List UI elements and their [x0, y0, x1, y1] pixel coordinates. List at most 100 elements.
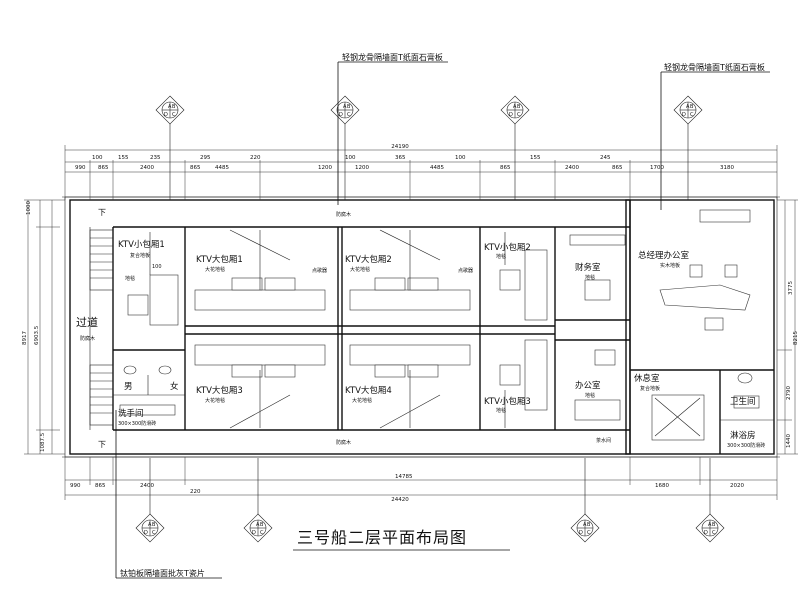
- ktv-small-1-label: KTV小包厢1: [118, 239, 165, 250]
- axis-label: A: [148, 522, 152, 528]
- furniture: [119, 209, 760, 441]
- axis-label: C: [260, 530, 264, 536]
- womens-label: 女: [170, 381, 179, 392]
- axis-label: D: [509, 112, 513, 118]
- top-dimension-lines: [64, 145, 778, 200]
- axis-marker-bottom-3: A B C D: [570, 458, 600, 543]
- top-row-dimensions: 990 865 2400 865 4485 1200 1200 4485 865…: [75, 165, 734, 171]
- bottom-note: 钛铂板隔墙面批灰T瓷片: [115, 410, 222, 579]
- axis-label: B: [712, 522, 716, 528]
- washroom-sub-label: 300×300防滑砖: [118, 420, 156, 427]
- axis-label: D: [164, 112, 168, 118]
- dim-label: 220: [250, 155, 261, 161]
- axis-label: C: [347, 112, 351, 118]
- finance-room-sub-label: 地毯: [585, 274, 595, 281]
- axis-label: A: [256, 522, 260, 528]
- wall-note-right-text: 轻钢龙骨隔墙面T纸面石膏板: [664, 62, 765, 72]
- dim-label: 1000: [26, 201, 32, 215]
- axis-label: B: [260, 522, 264, 528]
- axis-label: D: [339, 112, 343, 118]
- ktv-large-3-sub-label: 大花地毯: [205, 397, 225, 404]
- dim-label: 1087.5: [40, 432, 46, 452]
- axis-label: D: [704, 530, 708, 536]
- dim-label: 155: [530, 155, 541, 161]
- axis-label: C: [517, 112, 521, 118]
- shower-sub-label: 300×300防滑砖: [727, 442, 765, 449]
- dim-label: 235: [150, 155, 161, 161]
- room-labels: 过道 防腐木 KTV小包厢1 复合地板 100 KTV大包厢1 大花地毯 KTV…: [76, 211, 765, 449]
- dim-label: 1440: [786, 434, 792, 448]
- axis-label: A: [686, 104, 690, 110]
- dim-label: 865: [190, 165, 201, 171]
- ktv-small-2-sub-label: 地毯: [496, 253, 506, 260]
- deck-top-label: 防腐木: [336, 211, 351, 218]
- dim-label: 2400: [140, 165, 154, 171]
- ktv-small-3-sub-label: 地毯: [496, 407, 506, 414]
- dim-label: 2020: [730, 483, 744, 489]
- overall-top-dimension: 24190: [391, 144, 409, 150]
- ktv-large-4-label: KTV大包厢4: [345, 385, 392, 396]
- stair-down-label-top: 下: [98, 208, 106, 217]
- axis-marker-top-1: A B C D: [155, 95, 185, 200]
- axis-marker-bottom-4: A B C D: [695, 458, 725, 543]
- mens-label: 男: [124, 382, 133, 392]
- ktv-large-2-label: KTV大包厢2: [345, 254, 392, 265]
- finance-room-label: 财务室: [575, 262, 601, 273]
- office-sub-label: 地毯: [585, 392, 595, 399]
- axis-label: A: [513, 104, 517, 110]
- dim-label: 100: [92, 155, 103, 161]
- ceiling-lines: [149, 229, 506, 429]
- dim-label: 8917: [22, 331, 28, 345]
- axis-label: D: [579, 530, 583, 536]
- dim-label: 100: [345, 155, 356, 161]
- ktv-large-2-sub-label: 大花地毯: [350, 266, 370, 273]
- shower-label: 淋浴房: [730, 430, 756, 441]
- dim-label: 2790: [786, 386, 792, 400]
- ktv-large-1-sub-label: 大花地毯: [205, 266, 225, 273]
- axis-marker-bottom-2: A B C D: [243, 458, 273, 543]
- dim-label: 295: [200, 155, 211, 161]
- ktv-small-1-sub-label: 复合地板: [130, 252, 150, 259]
- axis-label: A: [343, 104, 347, 110]
- ktv-large-4-sub-label: 大花地毯: [352, 397, 372, 404]
- rest-room-sub-label: 复合地板: [640, 385, 660, 392]
- washroom-label: 洗手间: [118, 408, 144, 419]
- axis-label: C: [152, 530, 156, 536]
- dim-label: 155: [118, 155, 129, 161]
- dim-label: 100: [455, 155, 466, 161]
- corridor-label: 过道: [76, 315, 98, 329]
- ktv-small-2-label: KTV小包厢2: [484, 242, 531, 253]
- dim-label: 865: [98, 165, 109, 171]
- gm-office-sub-label: 实木地板: [660, 262, 680, 269]
- bottom-row-dimensions: 990 865 2400 220 14785 1680 2020: [70, 474, 744, 495]
- axis-label: B: [347, 104, 351, 110]
- axis-label: C: [712, 530, 716, 536]
- dim-label: 1700: [650, 165, 664, 171]
- dim-label: 990: [75, 165, 86, 171]
- axis-label: C: [172, 112, 176, 118]
- axis-label: B: [172, 104, 176, 110]
- wall-note-left: 轻钢龙骨隔墙面T纸面石膏板: [337, 52, 448, 205]
- dim-label: 1200: [355, 165, 369, 171]
- carpet-label: 地毯: [125, 275, 135, 282]
- wall-note-right: 轻钢龙骨隔墙面T纸面石膏板: [660, 62, 770, 210]
- office-label: 办公室: [575, 380, 601, 391]
- bottom-dimension-lines: [64, 457, 778, 500]
- axis-marker-top-4: A B C D: [673, 95, 703, 200]
- dim-label: 1200: [318, 165, 332, 171]
- dim-label: 365: [395, 155, 406, 161]
- axis-label: A: [168, 104, 172, 110]
- axis-marker-bottom-1: A B C D: [135, 458, 165, 543]
- dim-label: 8215: [793, 331, 799, 345]
- ktv-large-3-label: KTV大包厢3: [196, 385, 243, 396]
- axis-label: C: [690, 112, 694, 118]
- dim-label: 6903.5: [34, 325, 40, 345]
- dim-label: 245: [600, 155, 611, 161]
- rest-room-label: 休息室: [634, 373, 660, 384]
- ktv-small-3-label: KTV小包厢3: [484, 396, 531, 407]
- dim-label: 865: [500, 165, 511, 171]
- axis-label: C: [587, 530, 591, 536]
- axis-label: B: [587, 522, 591, 528]
- dim-label: 2400: [565, 165, 579, 171]
- water-meter-label: 100: [152, 264, 162, 270]
